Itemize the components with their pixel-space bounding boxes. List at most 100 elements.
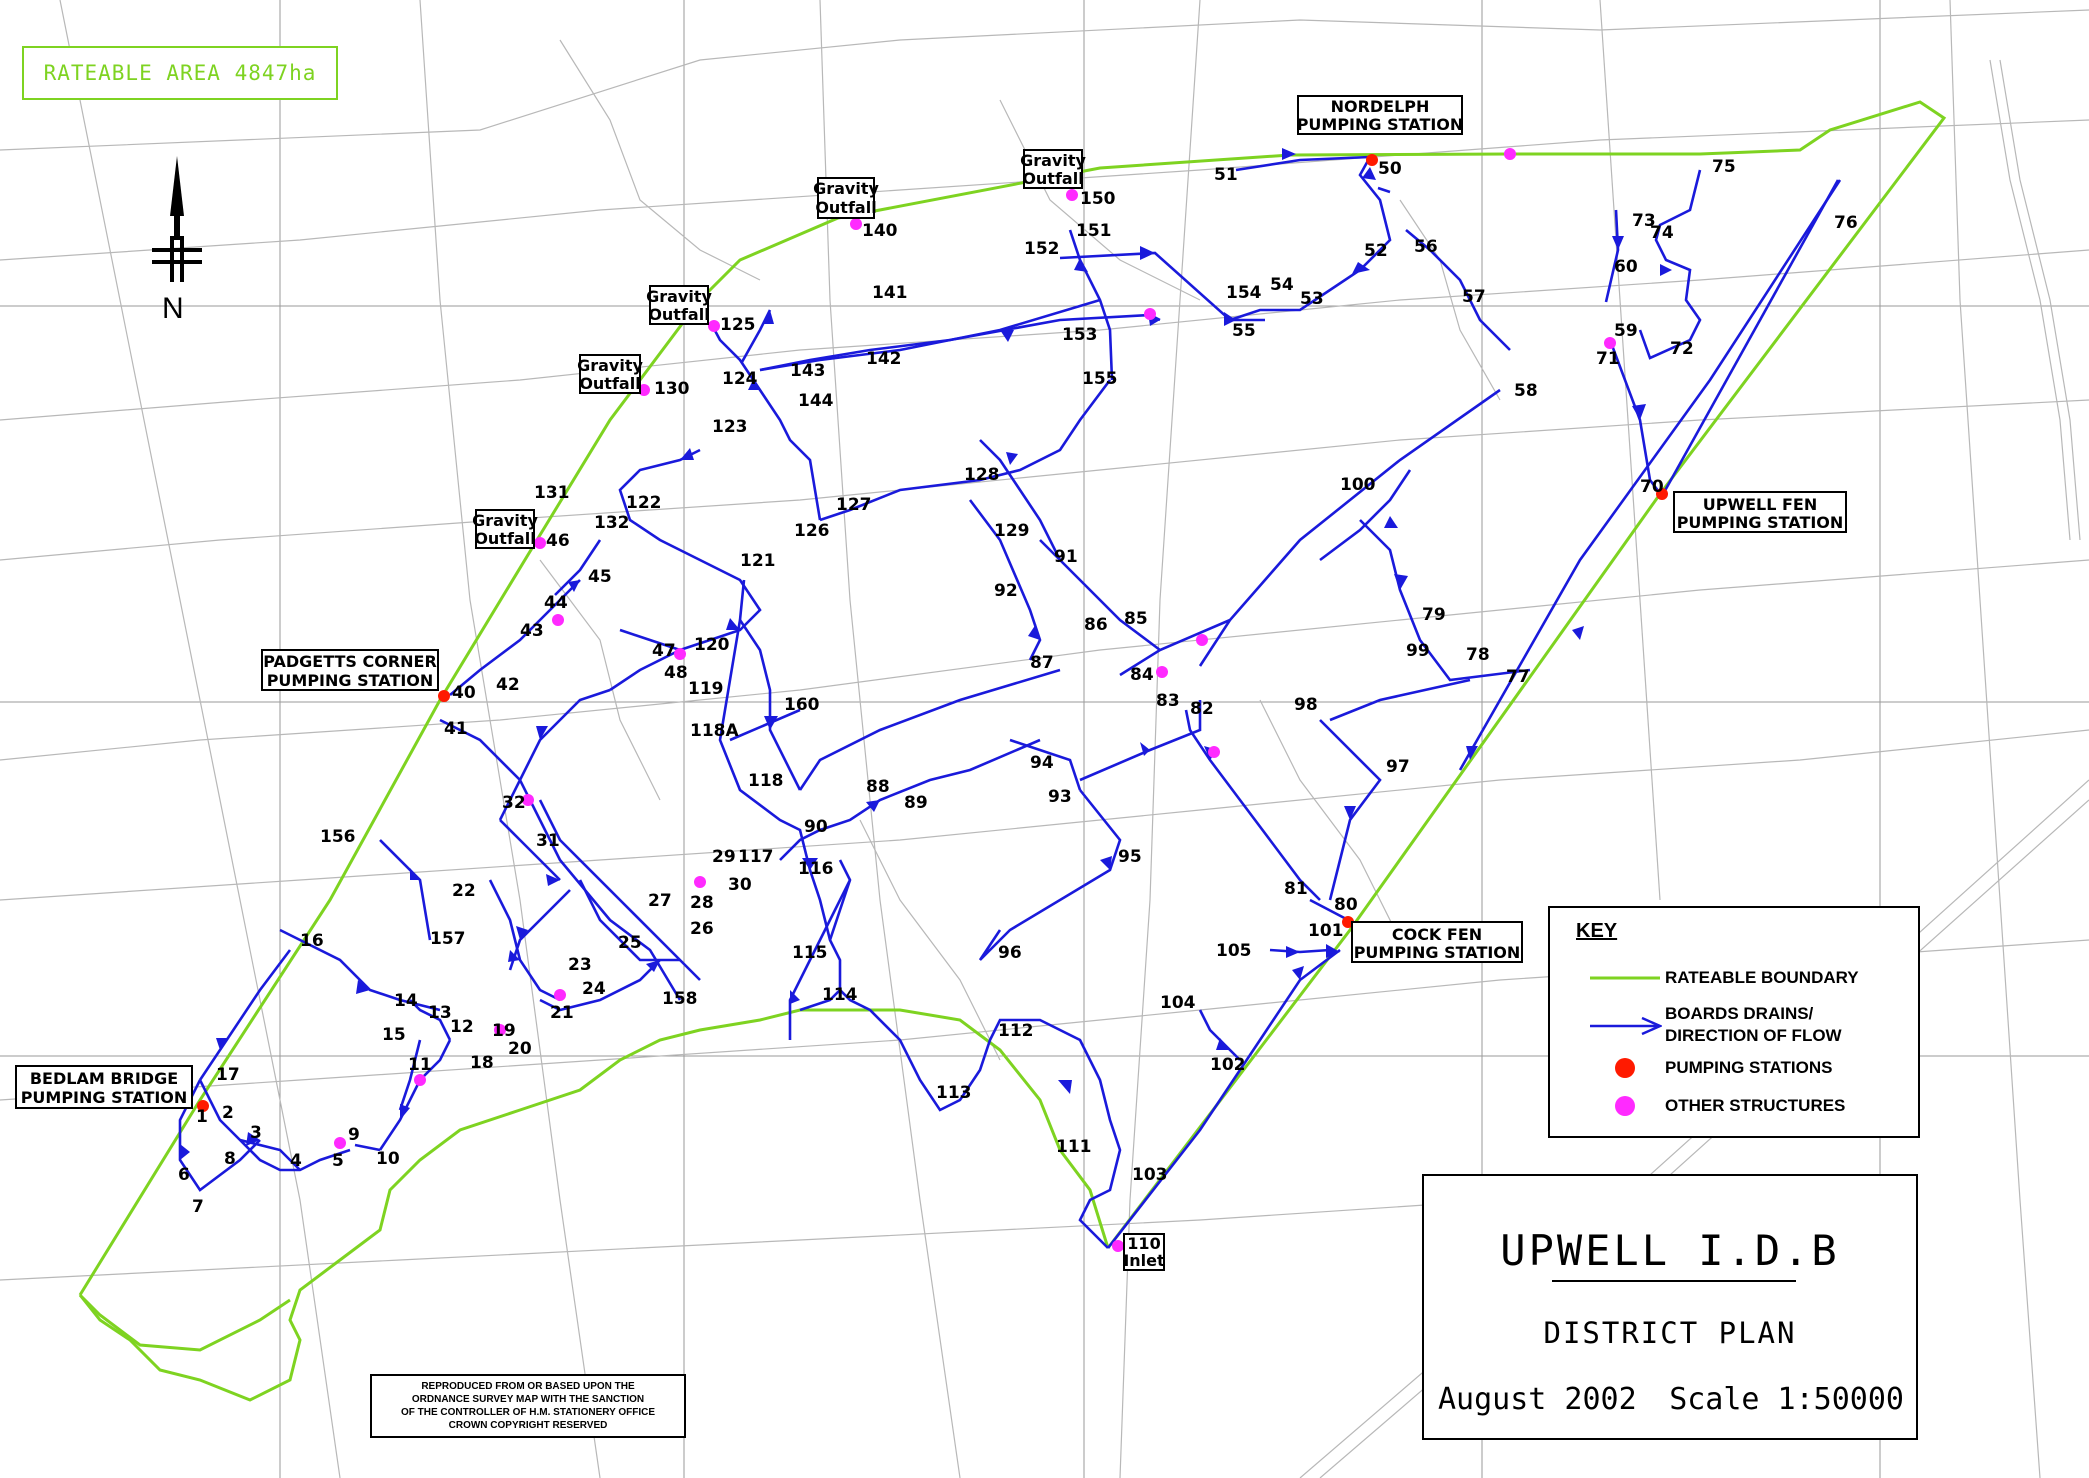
reference-number: 89 — [904, 793, 928, 813]
cock-fen-label: COCK FEN PUMPING STATION — [1351, 921, 1523, 963]
reference-number: 157 — [430, 929, 466, 949]
reference-number: 42 — [496, 675, 520, 695]
title-underline — [1552, 1280, 1796, 1282]
svg-text:Gravity: Gravity — [646, 287, 712, 306]
reference-number: 81 — [1284, 879, 1308, 899]
plan-date: August 2002 — [1438, 1382, 1637, 1417]
reference-number: 99 — [1406, 641, 1430, 661]
svg-text:Outfall: Outfall — [474, 529, 535, 548]
reference-number: 111 — [1056, 1137, 1092, 1157]
reference-number: 23 — [568, 955, 592, 975]
svg-text:Outfall: Outfall — [579, 374, 640, 393]
reference-number: 16 — [300, 931, 324, 951]
svg-text:PADGETTS CORNER: PADGETTS CORNER — [263, 652, 437, 671]
svg-text:BEDLAM BRIDGE: BEDLAM BRIDGE — [30, 1069, 178, 1088]
reference-number: 26 — [690, 919, 714, 939]
reference-number: 143 — [790, 361, 826, 381]
reference-number: 77 — [1506, 667, 1530, 687]
bedlam-bridge-label: BEDLAM BRIDGE PUMPING STATION — [15, 1065, 193, 1109]
reference-number: 18 — [470, 1053, 494, 1073]
reference-number: 80 — [1334, 895, 1358, 915]
other-structures — [334, 148, 1616, 1252]
svg-text:Outfall: Outfall — [1022, 169, 1083, 188]
reference-number: 128 — [964, 465, 1000, 485]
reference-number: 158 — [662, 989, 698, 1009]
reference-number: 48 — [664, 663, 688, 683]
reference-number: 101 — [1308, 921, 1344, 941]
reference-number: 129 — [994, 521, 1030, 541]
reference-number: 47 — [652, 641, 676, 661]
reference-number: 120 — [694, 635, 730, 655]
svg-text:Outfall: Outfall — [815, 198, 876, 217]
reference-number: 132 — [594, 513, 630, 533]
reference-number: 123 — [712, 417, 748, 437]
svg-text:Inlet: Inlet — [1123, 1251, 1165, 1270]
reference-number: 153 — [1062, 325, 1098, 345]
reference-number: 83 — [1156, 691, 1180, 711]
reference-number: 156 — [320, 827, 356, 847]
reference-number: 17 — [216, 1065, 240, 1085]
inlet-label: 110 Inlet — [1123, 1233, 1165, 1271]
reference-number: 94 — [1030, 753, 1054, 773]
reference-number: 113 — [936, 1083, 972, 1103]
reference-number: 79 — [1422, 605, 1446, 625]
reference-number: 74 — [1650, 223, 1674, 243]
reference-number: 85 — [1124, 609, 1148, 629]
reference-number: 59 — [1614, 321, 1638, 341]
reference-number: 12 — [450, 1017, 474, 1037]
gravity-outfall-label: Gravity Outfall — [813, 177, 879, 219]
svg-text:Outfall: Outfall — [648, 305, 709, 324]
reference-number: 118 — [748, 771, 784, 791]
reference-number: 4 — [290, 1151, 302, 1171]
reference-number: 9 — [348, 1125, 360, 1145]
pumping-stations — [197, 154, 1668, 1112]
reference-number: 112 — [998, 1021, 1034, 1041]
key-item-drains: BOARDS DRAINS/ DIRECTION OF FLOW — [1550, 1004, 1918, 1050]
reference-number: 155 — [1082, 369, 1118, 389]
svg-text:Gravity: Gravity — [577, 356, 643, 375]
title-block: UPWELL I.D.B DISTRICT PLAN August 2002 S… — [1422, 1174, 1918, 1440]
pumping-station-marker — [1366, 154, 1378, 166]
reference-number: 160 — [784, 695, 820, 715]
reference-number: 130 — [654, 379, 690, 399]
blue-arrow-line-icon — [1590, 1016, 1662, 1036]
reference-number: 117 — [738, 847, 774, 867]
reference-number: 75 — [1712, 157, 1736, 177]
reference-number: 31 — [536, 831, 560, 851]
reference-number: 71 — [1596, 349, 1620, 369]
north-arrow-icon — [152, 156, 202, 282]
reference-number: 102 — [1210, 1055, 1246, 1075]
reference-number: 103 — [1132, 1165, 1168, 1185]
reference-number: 13 — [428, 1003, 452, 1023]
reference-number: 43 — [520, 621, 544, 641]
rateable-area-box: RATEABLE AREA 4847ha — [22, 46, 338, 100]
reference-number: 57 — [1462, 287, 1486, 307]
reference-number: 32 — [502, 793, 526, 813]
reference-number: 91 — [1054, 547, 1078, 567]
reference-number: 3 — [250, 1123, 262, 1143]
pumping-station-marker — [197, 1100, 209, 1112]
plan-title: UPWELL I.D.B — [1500, 1226, 1840, 1275]
gravity-outfall-label: Gravity Outfall — [1020, 149, 1086, 189]
svg-text:Gravity: Gravity — [1020, 151, 1086, 170]
reference-number: 142 — [866, 349, 902, 369]
reference-number: 104 — [1160, 993, 1196, 1013]
reference-number: 84 — [1130, 665, 1154, 685]
svg-text:COCK FEN: COCK FEN — [1392, 925, 1482, 944]
reference-number: 98 — [1294, 695, 1318, 715]
reference-number: 141 — [872, 283, 908, 303]
green-line-icon — [1590, 976, 1660, 980]
reference-number: 88 — [866, 777, 890, 797]
north-arrow: N — [152, 156, 202, 326]
gravity-outfall-label: Gravity Outfall — [577, 354, 643, 394]
reference-number: 73 — [1632, 211, 1656, 231]
reference-number: 10 — [376, 1149, 400, 1169]
gravity-outfall-label: Gravity Outfall — [472, 509, 538, 549]
reference-number: 152 — [1024, 239, 1060, 259]
reference-number: 76 — [1834, 213, 1858, 233]
svg-text:NORDELPH: NORDELPH — [1331, 97, 1430, 116]
reference-number: 126 — [794, 521, 830, 541]
reference-number: 2 — [222, 1103, 234, 1123]
